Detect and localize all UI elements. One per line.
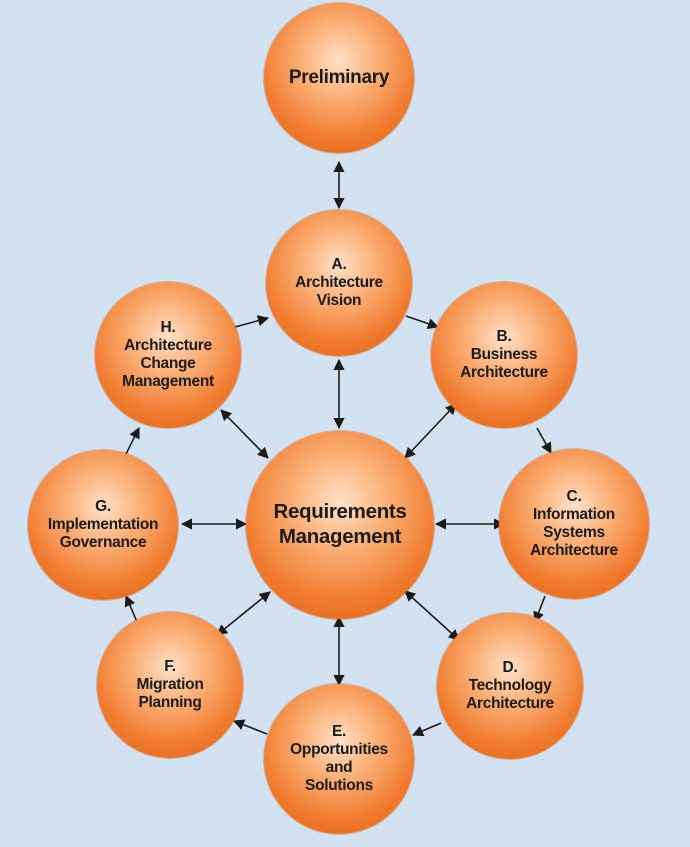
node-label: G. Implementation Governance <box>47 498 159 551</box>
node-label: D. Technology Architecture <box>466 659 554 712</box>
node-architecture-change-management: H. Architecture Change Management <box>95 282 241 428</box>
node-requirements-management: Requirements Management <box>246 431 434 619</box>
node-label: H. Architecture Change Management <box>122 319 214 390</box>
node-label: F. Migration Planning <box>136 658 204 711</box>
node-migration-planning: F. Migration Planning <box>97 612 243 758</box>
node-label: E. Opportunities and Solutions <box>290 723 388 794</box>
arrow-center-D <box>404 590 460 641</box>
node-label: A. Architecture Vision <box>295 256 383 309</box>
arrow-center-H <box>220 409 269 459</box>
arrow-G-H <box>125 426 140 455</box>
node-label: Requirements Management <box>273 500 407 548</box>
node-label: C. Information Systems Architecture <box>530 488 618 559</box>
arrow-H-A <box>234 315 270 328</box>
arrow-D-E <box>411 722 442 737</box>
arrow-center-B <box>404 403 457 459</box>
arrow-center-F <box>216 591 271 636</box>
node-opportunities-and-solutions: E. Opportunities and Solutions <box>264 684 414 834</box>
arrow-A-B <box>405 315 440 330</box>
node-preliminary: Preliminary <box>264 3 414 153</box>
node-label: B. Business Architecture <box>460 328 548 381</box>
node-business-architecture: B. Business Architecture <box>431 282 577 428</box>
node-implementation-governance: G. Implementation Governance <box>28 450 178 600</box>
node-technology-architecture: D. Technology Architecture <box>437 613 583 759</box>
node-information-systems-architecture: C. Information Systems Architecture <box>499 449 649 599</box>
arrow-B-C <box>536 427 552 454</box>
node-architecture-vision: A. Architecture Vision <box>266 210 412 356</box>
node-label: Preliminary <box>288 67 390 89</box>
arrow-E-F <box>232 719 268 735</box>
